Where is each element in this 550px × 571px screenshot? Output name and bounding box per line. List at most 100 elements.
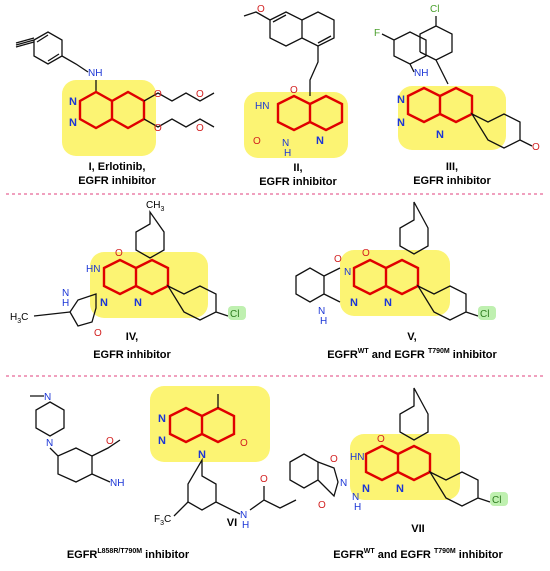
compound-V-highlight bbox=[340, 250, 450, 316]
tolyl-ring-VII bbox=[399, 387, 429, 441]
pyrazolone-ring bbox=[69, 293, 97, 327]
compound-VI-caption-line1: VI bbox=[227, 517, 237, 529]
atom-o-bottom: O bbox=[253, 136, 261, 147]
chlorophenyl-VII bbox=[428, 470, 491, 507]
atom-o-IV: O bbox=[115, 248, 123, 259]
atom-n-VI-3: N bbox=[198, 449, 206, 461]
compound-III-caption-line2: EGFR inhibitor bbox=[413, 175, 491, 187]
chlorophenyl-IV bbox=[166, 284, 229, 321]
VII-mid: and EGFR bbox=[375, 549, 434, 561]
compound-VII-highlight bbox=[350, 434, 460, 500]
core-VI bbox=[168, 406, 236, 444]
anilino-phenyl bbox=[33, 31, 63, 65]
atom-cl-VII: Cl bbox=[492, 495, 501, 506]
atom-o-2: O bbox=[196, 89, 204, 100]
atom-nh-III: NH bbox=[414, 68, 428, 79]
atom-o-methoxy: O bbox=[257, 4, 265, 15]
atom-n-III-2: N bbox=[397, 117, 405, 129]
compound-VII-structure: O O N N H O HN N N Cl bbox=[289, 387, 508, 513]
atom-n-V-3: N bbox=[384, 297, 392, 309]
chlorophenyl-ring bbox=[419, 16, 453, 85]
acrylamide bbox=[249, 486, 297, 511]
compound-V-caption-line2: EGFRWT and EGFR T790M inhibitor bbox=[327, 348, 497, 361]
V-mid: and EGFR bbox=[369, 349, 428, 361]
atom-n-V-2: N bbox=[350, 297, 358, 309]
atom-h-sub: H bbox=[284, 148, 291, 159]
atom-o-VI: O bbox=[106, 436, 114, 447]
h3c-h: H bbox=[10, 312, 17, 323]
atom-hn-IV: HN bbox=[86, 264, 100, 275]
atom-hn-top: HN bbox=[255, 101, 269, 112]
atom-n-pz: N bbox=[62, 288, 69, 299]
ch3-sub: 3 bbox=[160, 206, 164, 213]
quinazoline-core bbox=[78, 90, 146, 130]
core-VII bbox=[364, 444, 432, 482]
VII-sup1: WT bbox=[364, 548, 376, 555]
compound-I-caption-line1: I, Erlotinib, bbox=[89, 161, 146, 173]
atom-o-III: O bbox=[532, 142, 540, 153]
f3c-c: C bbox=[164, 514, 171, 525]
atom-cl-IV: Cl bbox=[230, 309, 239, 320]
cl-badge-V bbox=[478, 306, 496, 320]
h3c-c: C bbox=[21, 312, 28, 323]
chlorophenyl-V bbox=[416, 284, 479, 321]
cl-badge-VII bbox=[490, 492, 508, 506]
atom-n-V-1: N bbox=[344, 267, 351, 278]
VI-sup1: L858R/T790M bbox=[97, 548, 142, 555]
anilino-link bbox=[61, 55, 89, 73]
pyridopyrimidine-core bbox=[276, 94, 344, 132]
atom-o-VII-3: O bbox=[377, 434, 385, 445]
atom-f3c: F3C bbox=[154, 514, 171, 527]
compound-II-caption-line1: II, bbox=[293, 162, 302, 174]
atom-ch3: CH3 bbox=[146, 200, 164, 213]
f3c-f: F bbox=[154, 514, 160, 525]
VII-post: inhibitor bbox=[456, 549, 504, 561]
atom-n-VII-2: N bbox=[396, 483, 404, 495]
fluorophenyl-ring bbox=[381, 31, 427, 73]
cl-badge-IV bbox=[228, 306, 246, 320]
compound-VI-caption-line2: EGFRL858R/T790M inhibitor bbox=[67, 548, 190, 561]
methoxyphenyl-ring bbox=[470, 112, 533, 149]
compound-III-highlight bbox=[398, 86, 506, 150]
anisyl-ring bbox=[49, 447, 93, 483]
methoxy-VI bbox=[91, 439, 121, 457]
compound-IV-structure: CH3 O HN N N N H H3C O Cl bbox=[10, 200, 246, 339]
anilino-VI bbox=[91, 473, 111, 483]
compound-I-caption-line2: EGFR inhibitor bbox=[78, 175, 156, 187]
compound-V-caption-line1: V, bbox=[407, 331, 416, 343]
compound-IV-highlight bbox=[90, 252, 208, 318]
compound-II-caption-line2: EGFR inhibitor bbox=[259, 176, 337, 188]
atom-cl-V: Cl bbox=[480, 309, 489, 320]
atom-n-VII-1: N bbox=[362, 483, 370, 495]
atom-o-VI-2: O bbox=[240, 438, 248, 449]
atom-o-pz: O bbox=[94, 328, 102, 339]
compound-II-highlight bbox=[244, 92, 348, 158]
aryl-ring-VI bbox=[187, 457, 241, 515]
V-sup1: WT bbox=[358, 348, 370, 355]
V-sup2: T790M bbox=[428, 348, 450, 355]
atom-n-IV-2: N bbox=[134, 297, 142, 309]
atom-o-VII-2: O bbox=[318, 500, 326, 511]
ether-chain-bottom bbox=[143, 118, 215, 128]
compound-I-structure: NH N N O O O O bbox=[15, 31, 215, 156]
atom-o-V-2: O bbox=[362, 248, 370, 259]
atom-n1: N bbox=[69, 96, 77, 108]
piperazine-ring bbox=[30, 395, 65, 437]
ether-chain-top bbox=[143, 92, 215, 102]
atom-n-IV-1: N bbox=[100, 297, 108, 309]
VII-pre: EGFR bbox=[333, 549, 364, 561]
VII-sup2: T790M bbox=[434, 548, 456, 555]
atom-nh-VI: NH bbox=[110, 478, 124, 489]
compound-VI-structure: N N O NH N N N O F3C N H O bbox=[30, 386, 297, 531]
ch3-c: CH bbox=[146, 200, 160, 211]
compound-IV-caption-line2: EGFR inhibitor bbox=[93, 349, 171, 361]
atom-n-imide: N bbox=[340, 478, 347, 489]
atom-h-link: H bbox=[354, 502, 361, 513]
VI-pre: EGFR bbox=[67, 549, 98, 561]
atom-n-pyridine: N bbox=[316, 135, 324, 147]
atom-o-top: O bbox=[290, 85, 298, 96]
compound-IV-caption-line1: IV, bbox=[126, 331, 138, 343]
compound-III-structure: F NH Cl N N N O bbox=[374, 4, 540, 153]
VI-post: inhibitor bbox=[142, 549, 190, 561]
